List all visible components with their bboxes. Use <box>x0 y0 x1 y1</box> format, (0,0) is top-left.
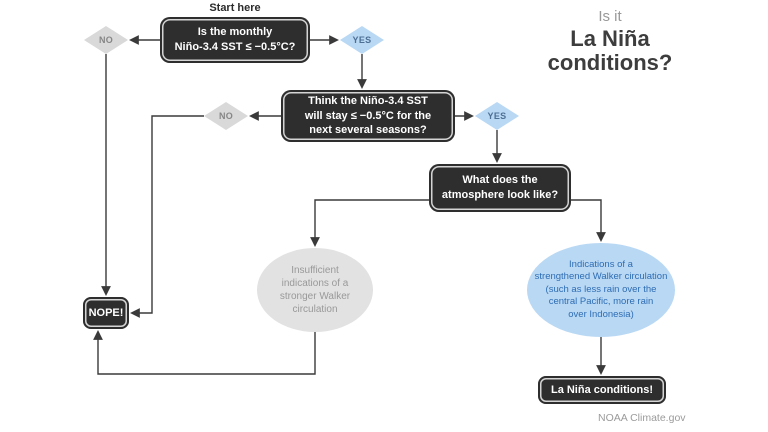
nope-label: NOPE! <box>88 306 124 319</box>
question-line: atmosphere look like? <box>441 189 559 201</box>
ellipse-line: central Pacific, more rain <box>548 296 654 308</box>
edge-q3-to-gray-ellipse <box>310 199 429 247</box>
question-persistence: Think the Niño-3.4 SST will stay ≤ −0.5°… <box>281 90 455 142</box>
edge-no2-to-nope <box>130 115 204 318</box>
la-nina-conditions-box: La Niña conditions! <box>538 376 666 404</box>
no-label: NO <box>218 111 234 121</box>
yes-label: YES <box>487 111 507 121</box>
page-title: Is it La Niña conditions? <box>525 8 695 75</box>
question-line: Is the monthly <box>197 26 273 39</box>
question-line: Think the Niño-3.4 SST <box>308 95 428 108</box>
strengthened-walker-ellipse: Indications of a strengthened Walker cir… <box>527 243 675 337</box>
edge-q3-to-blue-ellipse <box>571 199 606 242</box>
noaa-credit: NOAA Climate.gov <box>598 412 686 424</box>
ellipse-line: stronger Walker <box>279 291 351 302</box>
yes-label: YES <box>352 35 372 45</box>
ellipse-line: Insufficient <box>291 265 339 276</box>
final-label: La Niña conditions! <box>550 383 654 396</box>
start-here-label: Start here <box>209 2 261 14</box>
nope-box: NOPE! <box>83 297 129 329</box>
question-line: What does the <box>462 174 538 187</box>
ellipse-line: (such as less rain over the <box>545 283 657 295</box>
ellipse-line: circulation <box>292 304 338 315</box>
question-line: will stay ≤ −0.5°C for the <box>304 109 432 122</box>
question-line: next several seasons? <box>309 124 427 137</box>
ellipse-line: over Indonesia) <box>568 308 634 320</box>
ellipse-line: strengthened Walker circulation <box>534 271 668 283</box>
title-line-2: conditions? <box>547 49 673 75</box>
title-prefix: Is it <box>598 8 622 25</box>
ellipse-line: Indications of a <box>569 259 633 271</box>
insufficient-walker-ellipse: Insufficient indications of a stronger W… <box>257 248 373 332</box>
ellipse-line: indications of a <box>281 278 349 289</box>
no-label: NO <box>98 35 114 45</box>
question-monthly-sst: Is the monthly Niño-3.4 SST ≤ −0.5°C? <box>160 17 310 63</box>
edge-gray-ellipse-to-nope <box>93 330 316 375</box>
title-line-1: La Niña <box>570 26 650 51</box>
question-line: Niño-3.4 SST ≤ −0.5°C? <box>174 41 296 53</box>
question-atmosphere: What does the atmosphere look like? <box>429 164 571 212</box>
